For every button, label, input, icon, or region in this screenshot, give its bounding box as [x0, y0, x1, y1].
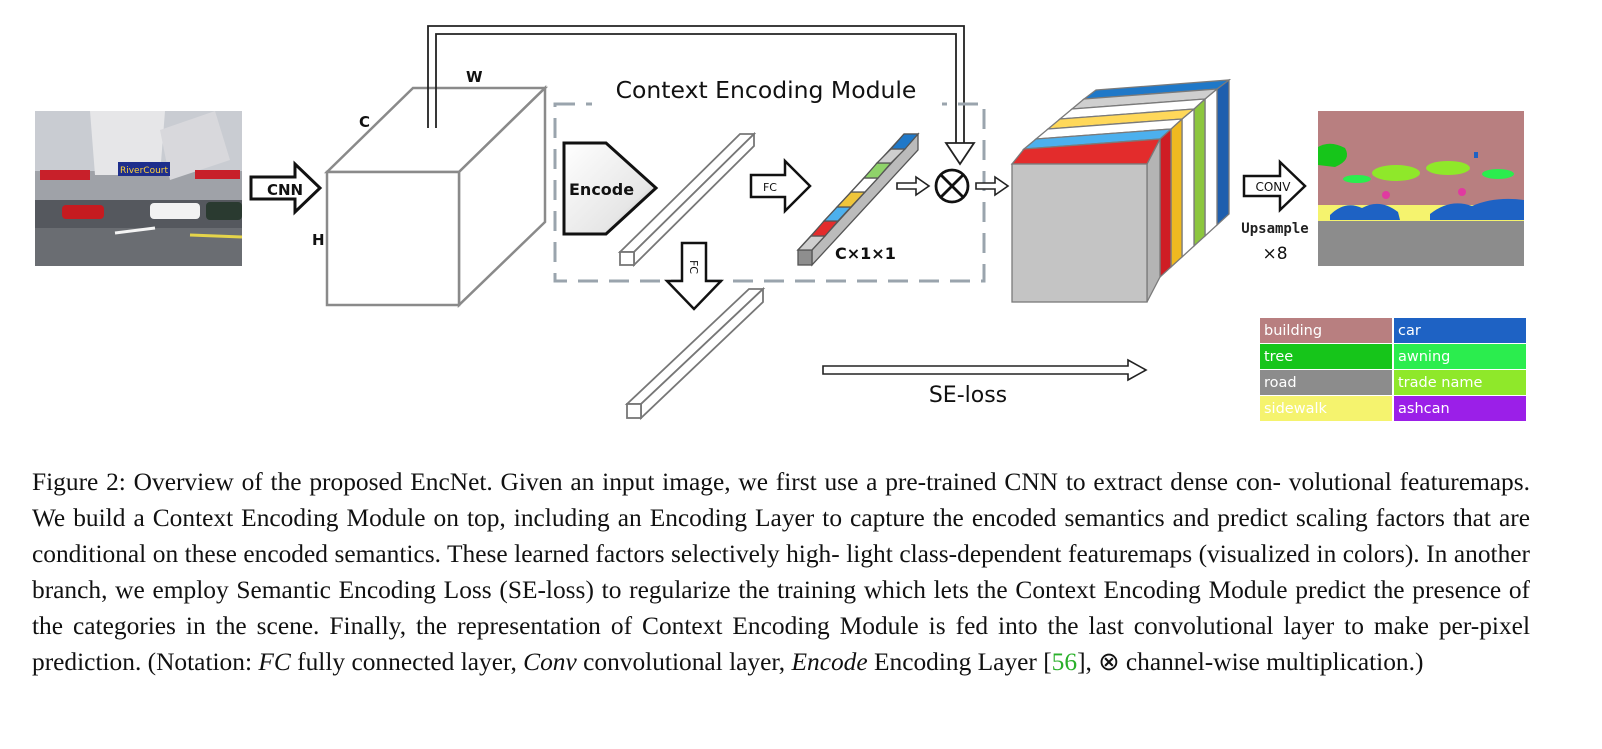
- legend-label: awning: [1398, 349, 1450, 365]
- context-module-box: [553, 102, 986, 283]
- se-loss-arrow: [822, 358, 1148, 382]
- fc-vertical-label: FC: [687, 260, 700, 274]
- input-photo: RiverCourt: [35, 111, 243, 266]
- legend-swatch: [1260, 318, 1392, 343]
- legend-item-sidewalk: sidewalk: [1260, 396, 1392, 421]
- legend-swatch: [1394, 344, 1526, 369]
- cnn-label: CNN: [267, 181, 303, 199]
- legend-swatch: [1394, 318, 1526, 343]
- caption-line-2: volutional featuremaps. We build a Conte…: [32, 468, 1530, 532]
- caption-fc-text: fully connected layer,: [290, 648, 524, 676]
- legend-swatch: [1260, 370, 1392, 395]
- legend-label: trade name: [1398, 375, 1482, 391]
- citation-link[interactable]: 56: [1051, 648, 1078, 676]
- upsample-label: Upsample: [1241, 221, 1308, 237]
- legend-label: building: [1264, 323, 1322, 339]
- conv-label: CONV: [1255, 180, 1291, 194]
- otimes-symbol: ⊗: [1098, 648, 1120, 676]
- legend-item-car: car: [1394, 318, 1526, 343]
- caption-end-text: channel-wise multiplication.): [1119, 648, 1424, 676]
- caption-conv-text: convolutional layer,: [576, 648, 792, 676]
- small-arrow-from-multiply: [975, 175, 1010, 197]
- encoded-vector-bar: [617, 131, 757, 268]
- caption-line-5: regularize the training which lets the C…: [32, 576, 1530, 640]
- fc-down-arrow: FC: [664, 241, 724, 311]
- caption-encode-text: Encoding Layer [: [867, 648, 1052, 676]
- encode-layer-block: Encode: [562, 141, 659, 236]
- class-legend: building car tree awning road trade name sidew…: [1260, 318, 1526, 421]
- dim-h-label: H: [312, 231, 325, 249]
- caption-line-6: representation of Context Encoding Modul…: [32, 612, 1530, 676]
- caption-ref-close: ],: [1077, 648, 1099, 676]
- encnet-diagram: RiverCourt CNN C W H Context Encoding Mo…: [35, 25, 1526, 421]
- legend-label: road: [1264, 375, 1297, 391]
- fc-arrow: FC: [749, 157, 812, 215]
- caption-fc-abbr: FC: [258, 648, 291, 676]
- legend-swatch: [1260, 344, 1392, 369]
- legend-item-building: building: [1260, 318, 1392, 343]
- figure-caption: Figure 2: Overview of the proposed EncNe…: [32, 464, 1530, 680]
- multiply-symbol: [934, 168, 970, 204]
- se-vector-bar: [624, 286, 766, 421]
- vector-dims-label: C×1×1: [835, 244, 896, 263]
- legend-swatch: [1394, 370, 1526, 395]
- skip-connection-arrow: [427, 25, 976, 166]
- small-arrow-to-multiply: [896, 175, 931, 197]
- caption-line-4: light class-dependent featuremaps (visua…: [32, 540, 1530, 604]
- encode-label: Encode: [569, 180, 634, 199]
- legend-label: tree: [1264, 349, 1293, 365]
- legend-item-tree: tree: [1260, 344, 1392, 369]
- dim-w-label: W: [466, 68, 483, 86]
- legend-item-road: road: [1260, 370, 1392, 395]
- fc-label: FC: [763, 181, 777, 194]
- module-title: Context Encoding Module: [616, 76, 917, 104]
- se-loss-label: SE-loss: [929, 383, 1007, 408]
- cnn-arrow: CNN: [249, 160, 323, 216]
- legend-swatch: [1394, 396, 1526, 421]
- caption-line-1: Figure 2: Overview of the proposed EncNe…: [32, 468, 1281, 496]
- caption-encode-abbr: Encode: [791, 648, 868, 676]
- caption-line-3: semantics and predict scaling factors th…: [32, 504, 1530, 568]
- legend-label: sidewalk: [1264, 401, 1327, 417]
- caption-conv-abbr: Conv: [523, 648, 577, 676]
- legend-item-ashcan: ashcan: [1394, 396, 1526, 421]
- legend-item-trade-name: trade name: [1394, 370, 1526, 395]
- conv-arrow: CONV: [1242, 159, 1307, 213]
- feature-map-cube: [323, 85, 549, 308]
- segmentation-output: [1318, 111, 1524, 266]
- legend-label: ashcan: [1398, 401, 1450, 417]
- scaling-factor-vector: [796, 132, 920, 267]
- legend-swatch: [1260, 396, 1392, 421]
- photo-sign-text: RiverCourt: [120, 166, 169, 176]
- dim-c-label: C: [359, 113, 370, 131]
- upsample-factor: ×8: [1262, 244, 1287, 264]
- legend-label: car: [1398, 323, 1421, 339]
- stacked-featuremaps: [1010, 78, 1232, 303]
- legend-item-awning: awning: [1394, 344, 1526, 369]
